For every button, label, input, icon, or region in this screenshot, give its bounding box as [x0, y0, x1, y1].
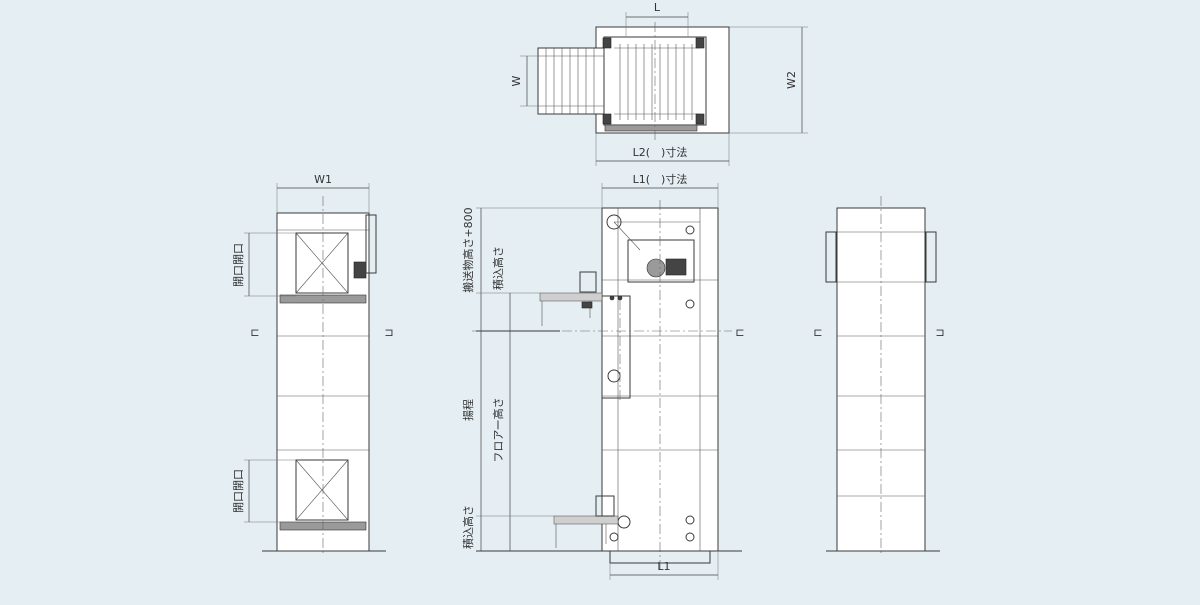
front-bottom-bolt-icon [685, 532, 695, 542]
front-load-height-upper-label: 積込高さ [491, 246, 505, 290]
front-height-total-label: 搬送物高さ+800 [461, 207, 475, 292]
front-upper-stopper [579, 271, 597, 293]
rear-left-cover [825, 231, 837, 283]
front-gearbox-icon [665, 258, 687, 276]
side-drive-cover [365, 214, 377, 274]
front-length-bottom-label: L1 [657, 560, 670, 573]
front-lower-stopper [595, 495, 615, 517]
front-drive-unit [627, 239, 695, 283]
plan-outer-width-label: W2 [785, 71, 798, 89]
plan-sprocket-icon [602, 37, 612, 49]
front-floor-height-label: フロアー高さ [491, 397, 505, 462]
plan-outer-length-label: L2( )寸法 [633, 145, 688, 159]
front-lift-stroke-label: 揚程 [462, 399, 475, 421]
side-floor-mark: ⊐ [384, 326, 393, 339]
plan-sprocket-icon [695, 113, 705, 125]
rear-right-cover [925, 231, 937, 283]
side-width-label: W1 [314, 173, 332, 186]
front-top-bolt-icon [685, 225, 695, 235]
front-load-height-lower-label: 積込高さ [461, 505, 475, 549]
side-floor-mark: ⊏ [250, 326, 259, 339]
rear-floor-mark: ⊐ [935, 326, 944, 339]
front-bolt-icon [685, 299, 695, 309]
side-opening-lower-label: 開口開口 [232, 469, 245, 513]
front-floor-mark: ⊏ [735, 326, 744, 339]
front-upper-roller-icon [581, 301, 593, 309]
front-bottom-bolt-icon [609, 532, 619, 542]
front-lower-conveyor [553, 515, 619, 525]
rear-view: ⊏ ⊐ [813, 196, 945, 556]
side-motor-icon [353, 261, 367, 279]
plan-length-label: L [654, 1, 661, 14]
plan-sprocket-icon [602, 113, 612, 125]
front-length-top-label: L1( )寸法 [633, 172, 688, 186]
front-car [601, 295, 631, 399]
front-motor-icon [646, 258, 666, 278]
front-view: ⊏ L1( )寸法 L1 搬送物高さ+800 積込高さ 揚程 フロアー高さ 積込… [461, 172, 745, 580]
front-bottom-bolt-icon [685, 515, 695, 525]
side-opening-upper-label: 開口開口 [232, 243, 245, 287]
front-upper-sensor-icon [609, 295, 615, 301]
front-upper-sensor-icon [617, 295, 623, 301]
side-lower-car [295, 459, 349, 521]
side-upper-car [295, 232, 349, 294]
front-upper-conveyor [539, 292, 603, 302]
plan-view: L W W2 L2( )寸法 [510, 1, 808, 166]
plan-sprocket-icon [695, 37, 705, 49]
plan-width-label: W [510, 75, 523, 86]
side-view: ⊏ ⊐ W1 開口開口 開口開口 [232, 173, 394, 556]
plan-base-frame [604, 124, 698, 132]
plan-infeed-conveyor [537, 47, 605, 115]
rear-floor-mark: ⊏ [813, 326, 822, 339]
